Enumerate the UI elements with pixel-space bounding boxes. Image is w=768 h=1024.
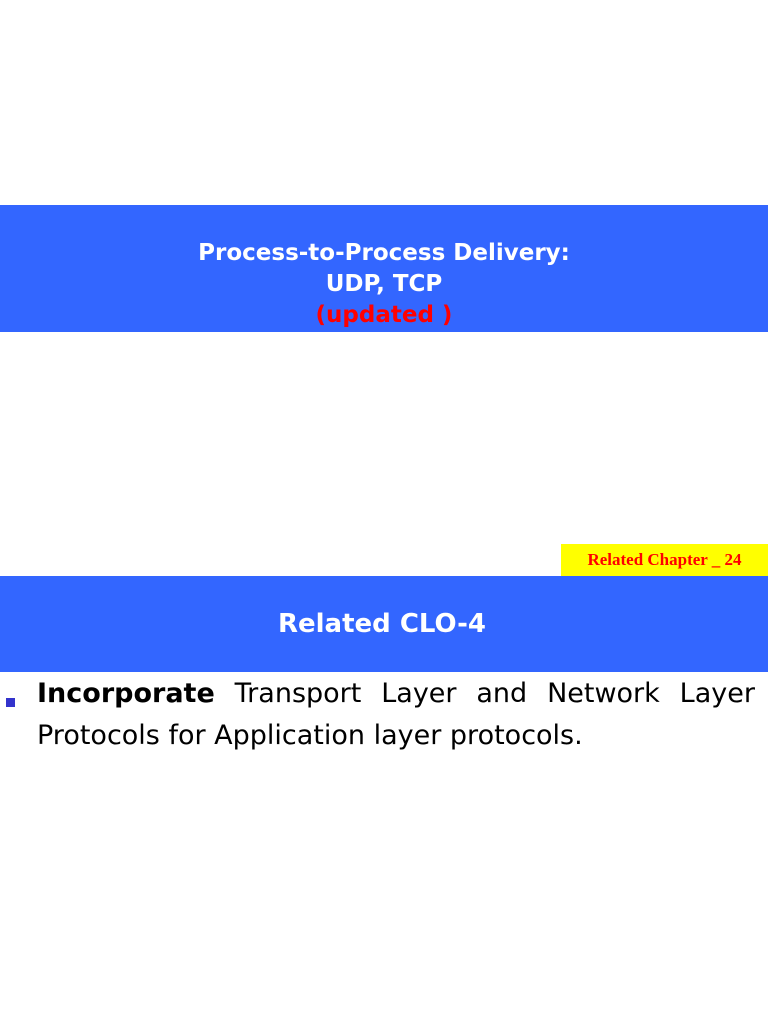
title-updated-note: (updated ) (315, 302, 453, 328)
bullet-line-1: Incorporate Transport Layer and Network … (37, 673, 755, 715)
bullet-text: Incorporate Transport Layer and Network … (37, 673, 755, 757)
bullet-word: Layer (679, 678, 755, 709)
bullet-word: and (476, 678, 528, 709)
title-line-2: UDP, TCP (325, 271, 443, 297)
bullet-word: Network (547, 678, 660, 709)
related-chapter-badge: Related Chapter _ 24 (561, 544, 768, 576)
bullet-word: Transport (234, 678, 362, 709)
clo-heading: Related CLO-4 (0, 576, 768, 672)
bullet-word: Layer (381, 678, 457, 709)
title-band: Process-to-Process Delivery: UDP, TCP (u… (0, 205, 768, 332)
title-line-1: Process-to-Process Delivery: (198, 240, 570, 266)
bullet-bold-word: Incorporate (37, 678, 215, 709)
bullet-line-2: Protocols for Application layer protocol… (37, 720, 583, 751)
square-bullet-icon (6, 698, 15, 707)
